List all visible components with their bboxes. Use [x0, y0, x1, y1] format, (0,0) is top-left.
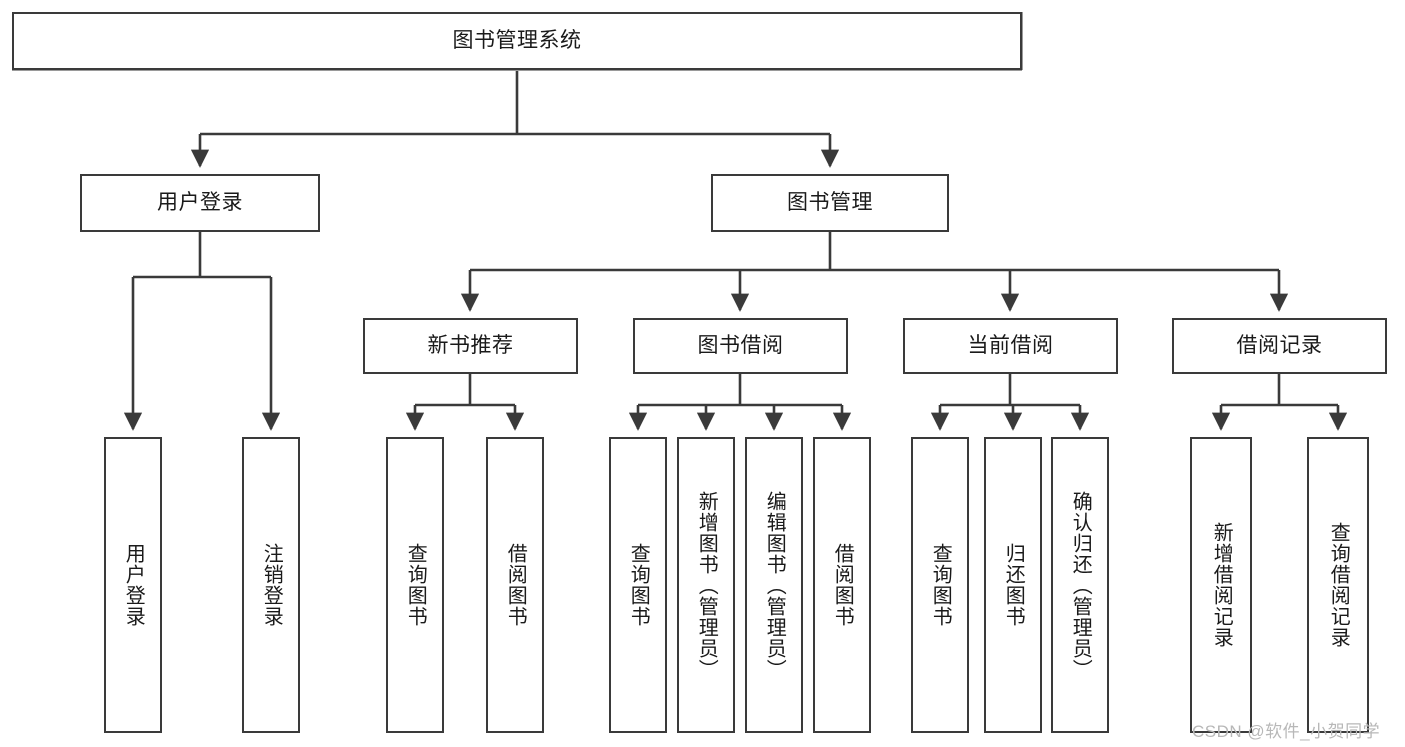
node-new-book-rec[interactable]: 新书推荐 — [363, 318, 578, 374]
node-leaf-borrow-book-1-label: 借阅图书 — [504, 543, 527, 627]
node-leaf-query-record[interactable]: 查询借阅记录 — [1307, 437, 1369, 733]
node-leaf-edit-book-label: 编辑图书（管理员） — [763, 490, 786, 680]
node-book-manage-label: 图书管理 — [787, 191, 873, 215]
node-user-login[interactable]: 用户登录 — [80, 174, 320, 232]
node-leaf-query-book-2-label: 查询图书 — [627, 543, 650, 627]
node-leaf-add-book-label: 新增图书（管理员） — [695, 490, 718, 680]
node-current-borrow-label: 当前借阅 — [967, 334, 1054, 358]
node-leaf-return-book-label: 归还图书 — [1002, 543, 1025, 627]
node-leaf-query-record-label: 查询借阅记录 — [1327, 522, 1350, 648]
node-root[interactable]: 图书管理系统 — [12, 12, 1022, 70]
node-leaf-edit-book[interactable]: 编辑图书（管理员） — [745, 437, 803, 733]
node-book-borrow[interactable]: 图书借阅 — [633, 318, 848, 374]
node-leaf-borrow-book-1[interactable]: 借阅图书 — [486, 437, 544, 733]
node-book-manage[interactable]: 图书管理 — [711, 174, 949, 232]
node-leaf-query-book-1[interactable]: 查询图书 — [386, 437, 444, 733]
node-borrow-record-label: 借阅记录 — [1236, 334, 1323, 358]
node-leaf-borrow-book-2[interactable]: 借阅图书 — [813, 437, 871, 733]
node-leaf-confirm-return[interactable]: 确认归还（管理员） — [1051, 437, 1109, 733]
node-leaf-confirm-return-label: 确认归还（管理员） — [1069, 490, 1092, 680]
node-book-borrow-label: 图书借阅 — [697, 334, 784, 358]
node-leaf-user-logout-label: 注销登录 — [260, 543, 283, 627]
node-leaf-add-record-label: 新增借阅记录 — [1210, 522, 1233, 648]
node-leaf-query-book-2[interactable]: 查询图书 — [609, 437, 667, 733]
csdn-watermark: CSDN @软件_小贺同学 — [1192, 722, 1381, 741]
node-root-label: 图书管理系统 — [452, 29, 582, 53]
node-leaf-user-login-label: 用户登录 — [122, 543, 145, 627]
node-borrow-record[interactable]: 借阅记录 — [1172, 318, 1387, 374]
node-leaf-user-login[interactable]: 用户登录 — [104, 437, 162, 733]
node-current-borrow[interactable]: 当前借阅 — [903, 318, 1118, 374]
node-user-login-label: 用户登录 — [157, 191, 243, 215]
node-leaf-add-book[interactable]: 新增图书（管理员） — [677, 437, 735, 733]
node-leaf-user-logout[interactable]: 注销登录 — [242, 437, 300, 733]
node-leaf-borrow-book-2-label: 借阅图书 — [831, 543, 854, 627]
node-leaf-return-book[interactable]: 归还图书 — [984, 437, 1042, 733]
node-leaf-query-book-3-label: 查询图书 — [929, 543, 952, 627]
node-leaf-query-book-1-label: 查询图书 — [404, 543, 427, 627]
node-leaf-add-record[interactable]: 新增借阅记录 — [1190, 437, 1252, 733]
node-leaf-query-book-3[interactable]: 查询图书 — [911, 437, 969, 733]
node-new-book-rec-label: 新书推荐 — [427, 334, 514, 358]
